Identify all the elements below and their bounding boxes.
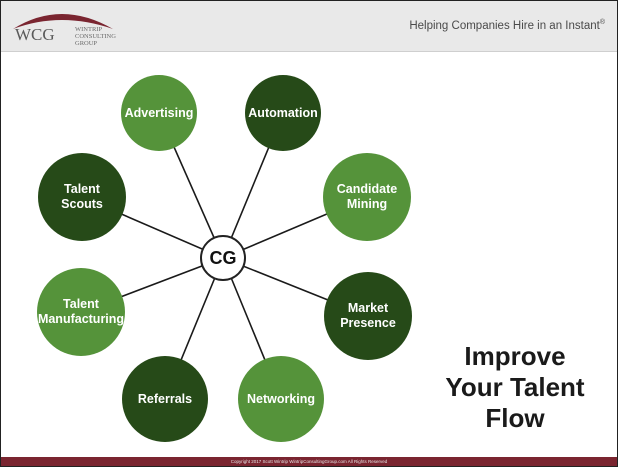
node-advertising: Advertising: [121, 75, 197, 151]
logo-sub-line: GROUP: [75, 40, 98, 47]
node-label-line: Candidate: [336, 182, 398, 196]
node-label-line: Market: [347, 301, 389, 315]
logo-letters: WCG: [15, 25, 55, 44]
node-label-line: Talent: [64, 182, 100, 196]
logo-sub-line: WINTRIP: [75, 26, 103, 33]
node-candidate-mining: Candidate Mining: [323, 153, 411, 241]
node-automation: Automation: [245, 75, 321, 151]
footer-bar: Copyright 2017 Scott Wintrip WintripCons…: [1, 457, 617, 466]
registered-mark: ®: [599, 19, 605, 26]
node-label-line: Presence: [340, 316, 396, 330]
node-networking: Networking: [238, 356, 324, 442]
headline-line: Your Talent: [445, 372, 585, 402]
hub-label: CG: [209, 247, 237, 268]
logo-swoosh-icon: [13, 14, 113, 29]
node-label-line: Manufacturing: [37, 312, 125, 326]
headline-line: Flow: [485, 403, 545, 433]
node-label: Automation: [248, 105, 318, 120]
node-label: Advertising: [124, 105, 194, 120]
tagline-text: Helping Companies Hire in an Instant: [409, 19, 600, 32]
node-referrals: Referrals: [122, 356, 208, 442]
node-label: Networking: [246, 391, 316, 406]
node-label-line: Scouts: [61, 197, 103, 211]
node-label: Talent Scouts: [61, 182, 103, 212]
logo-subtitle: WINTRIP CONSULTING GROUP: [75, 26, 135, 47]
node-label-line: Talent: [63, 297, 99, 311]
node-label: Market Presence: [340, 301, 396, 331]
node-label: Talent Manufacturing: [38, 297, 124, 327]
headline: Improve Your Talent Flow: [431, 341, 599, 434]
logo-sub-line: CONSULTING: [75, 33, 116, 40]
node-label-line: Mining: [346, 197, 388, 211]
hub-circle: CG: [200, 235, 246, 281]
node-label: Referrals: [137, 391, 193, 406]
header-bar: WCG WINTRIP CONSULTING GROUP Helping Com…: [1, 1, 617, 52]
copyright-text: Copyright 2017 Scott Wintrip WintripCons…: [230, 459, 388, 464]
headline-line: Improve: [464, 341, 566, 371]
tagline: Helping Companies Hire in an Instant®: [409, 19, 605, 32]
node-talent-scouts: Talent Scouts: [38, 153, 126, 241]
node-market-presence: Market Presence: [324, 272, 412, 360]
node-talent-manufacturing: Talent Manufacturing: [37, 268, 125, 356]
node-label: Candidate Mining: [337, 182, 397, 212]
company-logo: WCG WINTRIP CONSULTING GROUP: [7, 5, 157, 49]
